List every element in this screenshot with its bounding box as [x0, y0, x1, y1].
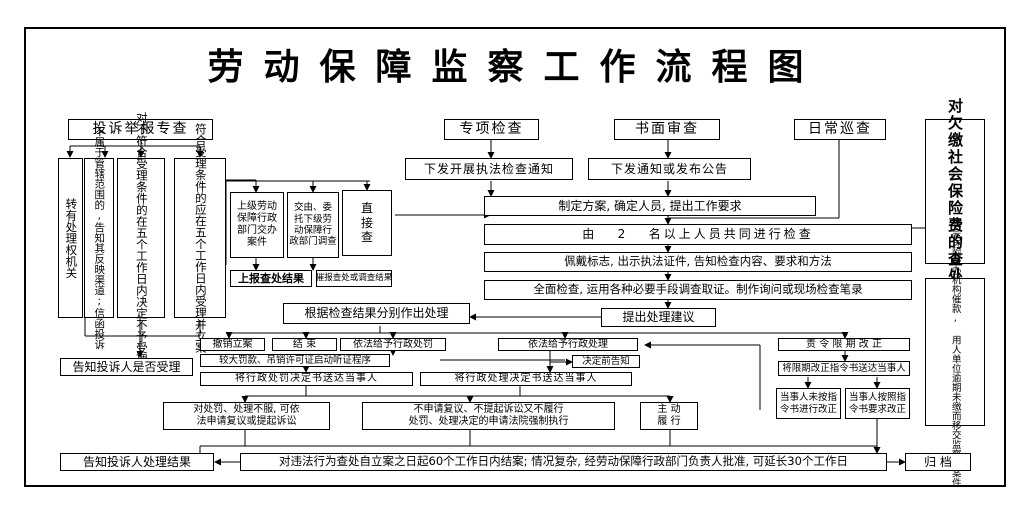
- notify-result-box: 告知投诉人处理结果: [60, 453, 214, 471]
- complaint-box: 投诉举报专查: [68, 119, 213, 140]
- wear-badge-box: 佩戴标志, 出示执法证件, 告知检查内容、要求和方法: [484, 252, 912, 272]
- notify-accept-box: 告知投诉人是否受理: [60, 358, 193, 376]
- urge-result-box: 催报查处或调查结果: [316, 270, 392, 287]
- deliver-order-box: 将限期改正指令书送达当事人: [778, 361, 910, 376]
- full-check-box: 全面检查, 运用各种必要手段调查取证。制作询问或现场检查笔录: [484, 280, 912, 300]
- pre-notice-box: 决定前告知: [572, 355, 640, 368]
- close-box: 结 束: [272, 338, 337, 351]
- archive-box: 归 档: [905, 453, 971, 471]
- special-check-box: 专项检查: [444, 119, 539, 140]
- order-correct-box: 责 令 限 期 改 正: [778, 338, 910, 351]
- page-title: 劳动保障监察工作流程图: [207, 47, 824, 88]
- superior-case-box: 上级劳动 保障行政 部门交办 案件: [230, 192, 284, 258]
- review-box: 对处罚、处理不服, 可依 法申请复议或提起诉讼: [163, 402, 330, 430]
- plan-box: 制定方案, 确定人员, 提出工作要求: [484, 196, 816, 216]
- delegated-case-box: 交由、委 托下级劳 动保障行 政部门调查: [287, 192, 339, 258]
- handling-box: 依法给予行政处理: [498, 338, 638, 351]
- penalty-box: 依法给予行政处罚: [340, 338, 446, 351]
- deliver-handling-box: 将行政处理决定书送达当事人: [420, 372, 632, 386]
- hearing-box: 较大罚款、吊销许可证启动听证程序: [200, 354, 390, 367]
- follow-box: 当事人按照指 令书要求改正: [845, 388, 910, 419]
- not-in-scope-box: 不属于管辖范围的,告知其反映渠道;信函投诉: [84, 126, 114, 350]
- arrears-box: 对欠缴社会保险费的查处: [925, 98, 985, 285]
- notice-written-box: 下发通知或发布公告: [588, 158, 751, 180]
- written-review-box: 书面审查: [614, 119, 720, 140]
- accept-box: 符合受理条件的应在五个工作日内受理并立案: [174, 123, 226, 353]
- notice-special-box: 下发开展执法检查通知: [405, 158, 573, 180]
- transfer-unit-box: 社会保险经办机构催款, 用人单位逾期未缴而移交监察的案件: [925, 218, 985, 487]
- direct-check-box: 直 接 查: [342, 190, 392, 256]
- enforce-box: 不申请复议、不提起诉讼又不履行 处罚、处理决定的申请法院强制执行: [362, 402, 615, 430]
- report-result-box: 上报查处结果: [230, 270, 312, 287]
- daily-patrol-box: 日常巡查: [794, 119, 886, 140]
- suggest-box: 提出处理建议: [601, 308, 716, 327]
- two-people-box: 由 2 名以上人员共同进行检查: [484, 224, 912, 245]
- deliver-penalty-box: 将行政处罚决定书送达当事人: [200, 372, 413, 386]
- transfer-box: 转有处理权机关: [58, 158, 83, 318]
- time-limit-box: 对违法行为查处自立案之日起60个工作日内结案; 情况复杂, 经劳动保障行政部门负…: [240, 453, 887, 471]
- outer-frame: [24, 27, 1006, 487]
- process-by-result-box: 根据检查结果分别作出处理: [283, 303, 470, 324]
- not-accept-box: 对不符合受理条件的在五个工作日内决定不予受理: [117, 112, 165, 365]
- not-follow-box: 当事人未按指 令书进行改正: [776, 388, 841, 419]
- cancel-box: 撤销立案: [200, 338, 265, 351]
- voluntary-box: 主 动 履 行: [640, 402, 698, 430]
